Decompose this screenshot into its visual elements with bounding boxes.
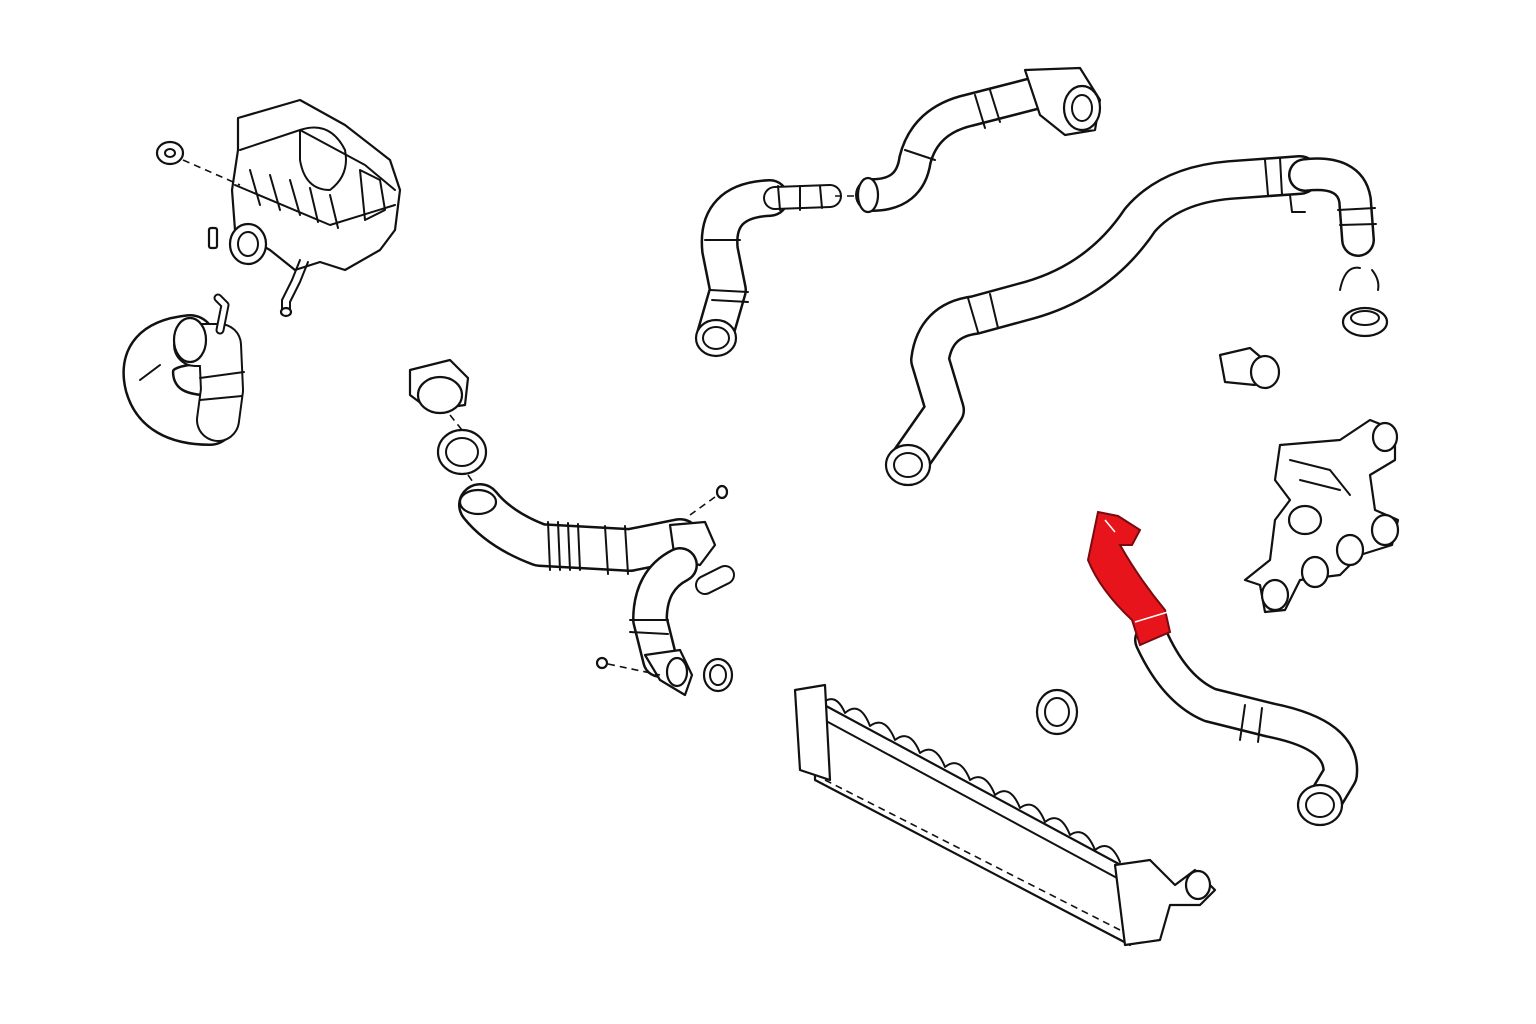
long-charge-air-hose: [884, 155, 1377, 487]
gasket: [702, 657, 734, 693]
bolt: [207, 226, 219, 250]
washer: [155, 140, 185, 166]
hose-clamp: [1035, 688, 1079, 736]
throttle-body: [408, 358, 470, 415]
turbocharger-manifold: [1243, 418, 1400, 614]
hose-clamp: [1339, 266, 1389, 338]
air-filter-housing: [228, 98, 402, 318]
intercooler-outlet-hose: [1086, 510, 1359, 827]
upper-charge-air-hose-right: [855, 66, 1102, 214]
pipe-connector: [1218, 346, 1281, 390]
air-intake-elbow-hose: [122, 293, 245, 446]
upper-charge-air-hose-left: [694, 179, 842, 358]
bolt: [595, 484, 729, 670]
dashed-leader-line: [182, 159, 241, 186]
intercooler: [793, 683, 1217, 947]
dashed-leader-line: [607, 496, 716, 676]
sealing-ring: [436, 428, 488, 476]
highlighted-hose: [1086, 510, 1172, 647]
charge-air-pipe: [458, 483, 735, 697]
